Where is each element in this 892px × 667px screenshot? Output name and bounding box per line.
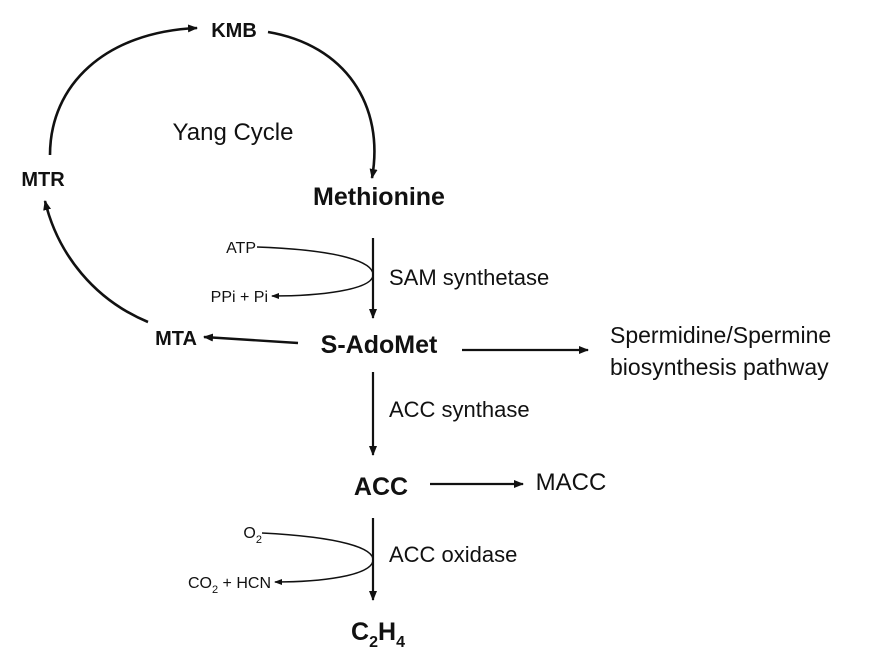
label-spermidine-line2: biosynthesis pathway: [610, 354, 829, 380]
cofactor-co2-hcn: CO2 + HCN: [188, 575, 271, 596]
arrow-kmb-to-methionine: [267, 30, 378, 179]
arrow-mta-to-mtr: [43, 200, 149, 324]
label-yang-cycle: Yang Cycle: [173, 119, 294, 146]
label-acc-oxidase: ACC oxidase: [389, 542, 517, 567]
label-spermidine-line1: Spermidine/Spermine: [610, 322, 831, 348]
arrow-atp-to-ppi: [256, 246, 374, 299]
cofactor-atp: ATP: [226, 240, 256, 257]
node-acc: ACC: [354, 473, 408, 501]
node-methionine: Methionine: [313, 183, 445, 211]
node-mta: MTA: [155, 328, 197, 350]
node-mtr: MTR: [21, 169, 65, 191]
node-sadomet: S-AdoMet: [321, 331, 438, 359]
node-kmb: KMB: [211, 20, 257, 42]
label-sam-synthetase: SAM synthetase: [389, 265, 549, 290]
cofactor-ppi-pi: PPi + Pi: [211, 289, 268, 306]
arrow-mtr-to-kmb: [48, 24, 198, 156]
node-macc: MACC: [536, 469, 607, 496]
arrow-o2-to-co2: [261, 532, 374, 585]
arrow-sadomet-to-mta: [203, 333, 299, 345]
label-acc-synthase: ACC synthase: [389, 397, 530, 422]
cofactor-o2: O2: [243, 525, 262, 546]
node-ethylene: C2H4: [351, 618, 405, 651]
